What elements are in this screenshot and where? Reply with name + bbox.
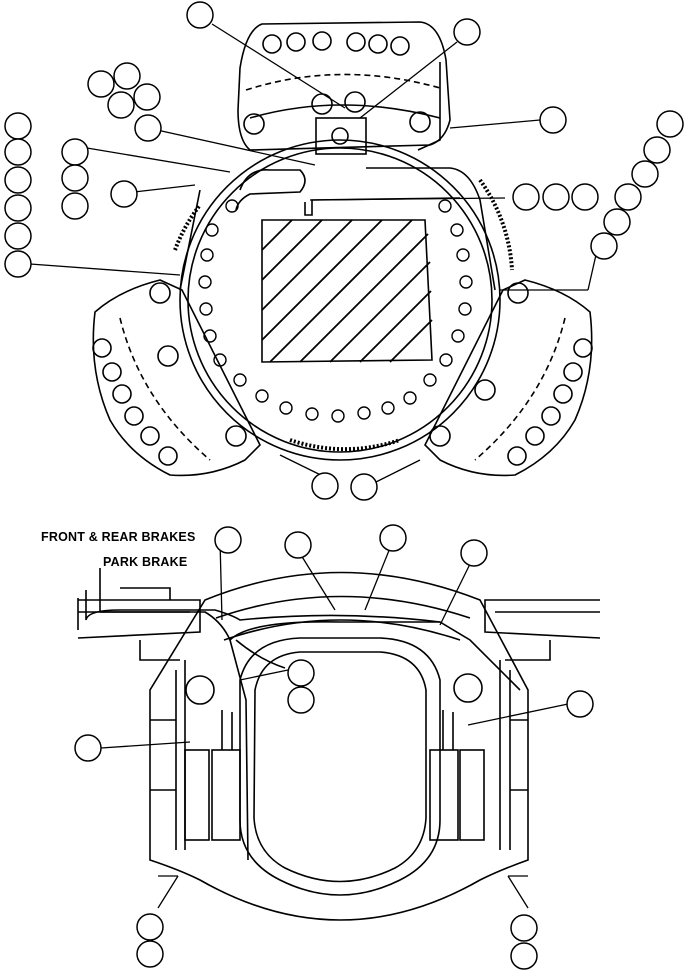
callout-balloon [512,183,540,211]
callout-balloon [61,164,89,192]
callout-balloon [214,526,242,554]
inner-opening [239,637,441,896]
callout-balloon [287,659,315,687]
callout-balloon [287,686,315,714]
callout-balloon [510,914,538,942]
callout-balloon [311,472,339,500]
callout-balloon [643,136,671,164]
callout-balloon [284,531,312,559]
caliper-bolts [92,31,593,466]
front-rear-brakes-label: FRONT & REAR BRAKES [41,530,196,544]
callout-balloon [4,166,32,194]
top-view [92,21,593,477]
park-brake-label: PARK BRAKE [103,555,188,569]
callout-balloon [87,70,115,98]
callout-balloon [350,473,378,501]
center-block [261,219,433,363]
left-caliper-housing [92,279,261,477]
piston-left [184,749,210,841]
callout-balloon [74,734,102,762]
callout-balloon [4,138,32,166]
callout-balloon [4,112,32,140]
callout-balloon [61,192,89,220]
brake-line-park [99,568,440,642]
hub-disc [179,139,501,461]
callout-balloon [136,940,164,968]
callout-balloon [453,18,481,46]
callout-balloon [379,524,407,552]
piston-right [429,749,459,841]
top-caliper-housing [237,21,451,151]
callout-balloon [107,91,135,119]
callout-balloon [614,183,642,211]
bottom-view [77,568,601,921]
frame-rail-left [77,599,201,639]
callout-balloon [656,110,684,138]
callout-balloon [4,194,32,222]
callout-balloon [542,183,570,211]
callout-balloon [136,913,164,941]
callout-balloon [61,138,89,166]
callout-balloon [571,183,599,211]
callout-balloon [4,222,32,250]
callout-balloon [133,83,161,111]
bottom-leader-lines [100,539,569,909]
callout-balloon [186,1,214,29]
callout-balloon [134,114,162,142]
callout-balloons-bottom [74,524,594,970]
callout-balloon [603,208,631,236]
callout-balloon [110,180,138,208]
callout-balloon [590,232,618,260]
outer-housing [149,571,529,921]
right-caliper-housing [424,279,593,477]
callout-balloon [510,942,538,970]
top-piping [235,169,306,211]
callout-balloon [460,539,488,567]
callout-balloon [566,690,594,718]
valve-block [315,117,367,155]
callout-balloon [539,106,567,134]
bolt-circle [198,199,473,423]
callout-balloons-top [4,1,684,501]
callout-balloon [631,160,659,188]
callout-balloon [4,250,32,278]
callout-balloon [113,62,141,90]
frame-rail-right [484,599,601,639]
